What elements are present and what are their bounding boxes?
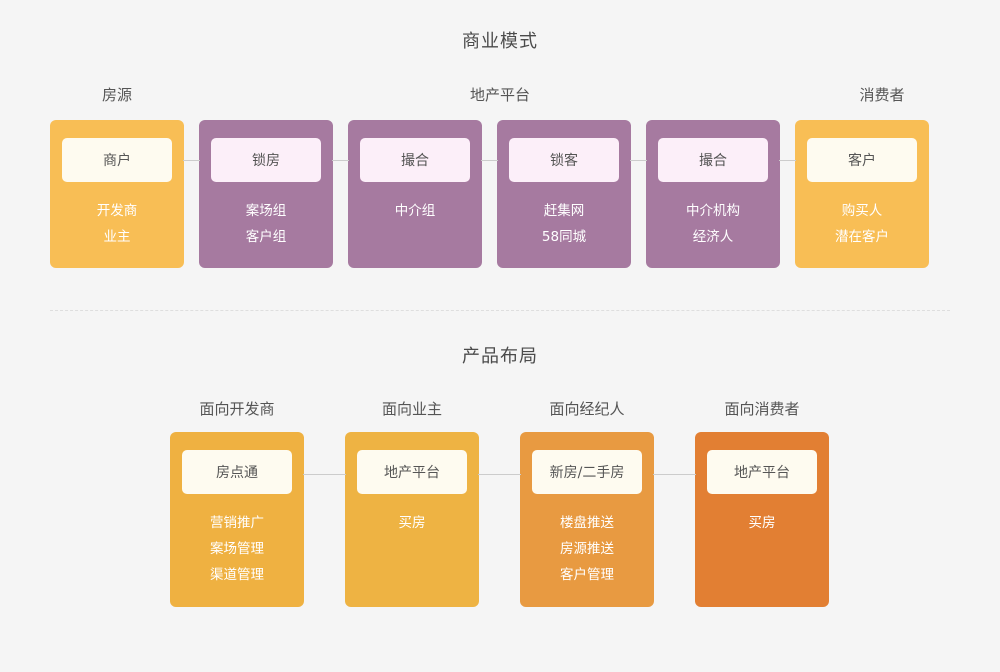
product-card-chip[interactable]: 地产平台 bbox=[357, 450, 467, 494]
product-group-label: 面向开发商 bbox=[199, 400, 275, 418]
business-group-label: 房源 bbox=[101, 86, 133, 104]
product-group-label: 面向业主 bbox=[381, 400, 443, 418]
business-card-item-list: 中介机构经济人 bbox=[658, 198, 768, 250]
business-card-item: 购买人 bbox=[841, 203, 883, 219]
product-card[interactable]: 新房/二手房楼盘推送房源推送客户管理 bbox=[478, 432, 654, 607]
product-card-item: 楼盘推送 bbox=[560, 515, 614, 531]
business-card-chip[interactable]: 商户 bbox=[62, 138, 172, 182]
business-group-label: 消费者 bbox=[859, 86, 905, 104]
business-card-chip[interactable]: 锁客 bbox=[509, 138, 619, 182]
business-card-item: 经济人 bbox=[692, 229, 734, 245]
business-card-item-list: 购买人潜在客户 bbox=[807, 198, 917, 250]
product-card-item-list: 营销推广案场管理渠道管理 bbox=[182, 510, 292, 588]
business-card[interactable]: 锁房案场组客户组 bbox=[183, 120, 333, 268]
product-group-label: 面向经纪人 bbox=[549, 400, 625, 418]
product-card-item-list: 买房 bbox=[357, 510, 467, 536]
product-card-item: 案场管理 bbox=[210, 541, 264, 557]
product-card-item: 客户管理 bbox=[560, 567, 614, 583]
section-title-business-model: 商业模式 bbox=[462, 31, 538, 52]
business-card-item-list: 中介组 bbox=[360, 198, 470, 224]
business-card-chip[interactable]: 客户 bbox=[807, 138, 917, 182]
business-card[interactable]: 撮合中介机构经济人 bbox=[630, 120, 780, 268]
product-card[interactable]: 地产平台买房 bbox=[653, 432, 829, 607]
business-card[interactable]: 锁客赶集网 58同城 bbox=[481, 120, 631, 268]
product-card-item: 买房 bbox=[748, 515, 776, 531]
group-label-row-product: 面向开发商 面向业主 面向经纪人 面向消费者 bbox=[0, 398, 1000, 420]
business-card[interactable]: 商户开发商业主 bbox=[50, 120, 184, 268]
business-card-item: 开发商 bbox=[96, 203, 138, 219]
section-title-product-layout: 产品布局 bbox=[462, 346, 538, 367]
product-card-item: 渠道管理 bbox=[210, 567, 264, 583]
product-card-item: 买房 bbox=[398, 515, 426, 531]
business-card-chip[interactable]: 锁房 bbox=[211, 138, 321, 182]
product-card[interactable]: 房点通营销推广案场管理渠道管理 bbox=[170, 432, 304, 607]
business-card-item: 案场组 bbox=[245, 203, 287, 219]
business-card-item-list: 赶集网 58同城 bbox=[509, 198, 619, 250]
business-card-item: 潜在客户 bbox=[835, 229, 889, 245]
business-card-item: 客户组 bbox=[245, 229, 287, 245]
business-card[interactable]: 撮合中介组 bbox=[332, 120, 482, 268]
section-divider bbox=[50, 310, 950, 311]
product-card-item: 房源推送 bbox=[560, 541, 614, 557]
business-group-label: 地产平台 bbox=[469, 86, 531, 104]
product-group-label: 面向消费者 bbox=[724, 400, 800, 418]
product-card-chip[interactable]: 地产平台 bbox=[707, 450, 817, 494]
business-card-item-list: 开发商业主 bbox=[62, 198, 172, 250]
product-card-item-list: 楼盘推送房源推送客户管理 bbox=[532, 510, 642, 588]
product-card-chip[interactable]: 房点通 bbox=[182, 450, 292, 494]
business-card-chip[interactable]: 撮合 bbox=[658, 138, 768, 182]
business-card-chip[interactable]: 撮合 bbox=[360, 138, 470, 182]
business-card-item: 赶集网 bbox=[543, 203, 585, 219]
business-card-item: 业主 bbox=[103, 229, 131, 245]
group-label-row-business: 房源 地产平台 消费者 bbox=[0, 84, 1000, 106]
business-card-item: 中介组 bbox=[394, 203, 436, 219]
product-card-item: 营销推广 bbox=[210, 515, 264, 531]
business-card-item-list: 案场组客户组 bbox=[211, 198, 321, 250]
product-card-chip[interactable]: 新房/二手房 bbox=[532, 450, 642, 494]
product-card[interactable]: 地产平台买房 bbox=[303, 432, 479, 607]
business-card-item: 58同城 bbox=[541, 229, 587, 245]
business-card-item: 中介机构 bbox=[686, 203, 740, 219]
business-card[interactable]: 客户购买人潜在客户 bbox=[779, 120, 929, 268]
product-card-item-list: 买房 bbox=[707, 510, 817, 536]
card-row-product-layout: 房点通营销推广案场管理渠道管理地产平台买房新房/二手房楼盘推送房源推送客户管理地… bbox=[170, 432, 829, 607]
